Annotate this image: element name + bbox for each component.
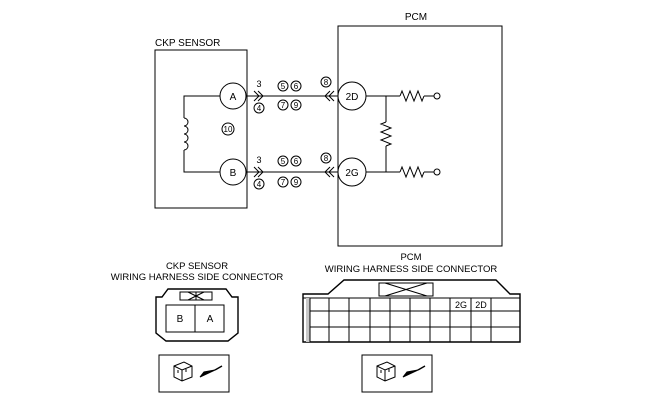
callout-4: 4 [253, 178, 265, 190]
ckp-cavity-a: A [207, 314, 214, 325]
svg-text:6: 6 [294, 82, 299, 91]
callout-3: 3 [256, 155, 261, 165]
pcm-connector-grid [309, 298, 520, 342]
sensor-pin-a: A [219, 82, 247, 110]
callout-7: 7 [277, 176, 289, 188]
svg-text:7: 7 [281, 178, 286, 187]
svg-text:2D: 2D [346, 92, 359, 103]
sensor-pin-b: B [219, 158, 247, 186]
pcm-title: PCM [405, 12, 427, 23]
svg-text:4: 4 [257, 104, 262, 113]
connector-view-arrow-icon [158, 354, 230, 393]
svg-text:9: 9 [294, 101, 299, 110]
svg-text:4: 4 [257, 180, 262, 189]
svg-text:7: 7 [281, 101, 286, 110]
svg-text:A: A [230, 92, 237, 103]
lock-tab-icon [187, 291, 205, 301]
pcm-cavity-2d: 2D [475, 300, 487, 310]
connector-chevron-icon [253, 90, 264, 102]
svg-text:9: 9 [294, 178, 299, 187]
svg-text:10: 10 [224, 125, 233, 134]
pcm-connector-housing [302, 279, 521, 343]
ckp-connector-housing [155, 288, 239, 342]
pcm-box [337, 25, 503, 247]
connector-view-arrow-icon [361, 354, 433, 393]
ckp-sensor-title: CKP SENSOR [155, 38, 220, 49]
svg-text:8: 8 [324, 78, 329, 87]
resistor-icon [399, 165, 425, 179]
pcm-block: PCM 2D 2G [337, 12, 503, 247]
callout-5: 5 [277, 80, 289, 92]
pcm-connector-title-2: WIRING HARNESS SIDE CONNECTOR [325, 264, 498, 275]
callout-9: 9 [290, 99, 302, 111]
wire-bottom: 3 4 5 6 7 9 8 [246, 152, 338, 190]
callout-coil: 10 [221, 122, 235, 136]
pcm-cavity-2g: 2G [455, 300, 467, 310]
callout-4: 4 [253, 102, 265, 114]
pcm-internal-circuit [366, 89, 441, 179]
lock-tab-icon [384, 282, 428, 297]
callout-8: 8 [320, 76, 332, 88]
callout-6: 6 [290, 155, 302, 167]
ckp-sensor-box [154, 49, 248, 209]
ckp-sensor-connector: CKP SENSOR WIRING HARNESS SIDE CONNECTOR… [111, 261, 284, 342]
pcm-pin-2d: 2D [337, 81, 367, 111]
wire-top: 3 4 5 6 7 9 8 [246, 76, 338, 114]
connector-chevron-icon [253, 166, 264, 178]
svg-text:5: 5 [281, 157, 286, 166]
pcm-connector: PCM WIRING HARNESS SIDE CONNECTOR 2G 2D [302, 252, 521, 343]
connector-chevron-icon [324, 90, 335, 102]
ckp-cavity-b: B [177, 314, 184, 325]
svg-text:B: B [230, 168, 237, 179]
ckp-connector-title-2: WIRING HARNESS SIDE CONNECTOR [111, 272, 284, 283]
callout-7: 7 [277, 99, 289, 111]
resistor-icon [399, 89, 425, 103]
callout-6: 6 [290, 80, 302, 92]
svg-text:2G: 2G [345, 168, 359, 179]
svg-text:8: 8 [324, 154, 329, 163]
ckp-connector-title-1: CKP SENSOR [166, 261, 228, 272]
callout-9: 9 [290, 176, 302, 188]
callout-5: 5 [277, 155, 289, 167]
svg-text:3: 3 [256, 155, 261, 165]
resistor-icon [379, 121, 393, 147]
pcm-connector-title-1: PCM [400, 252, 421, 263]
sensor-coil-icon [183, 95, 220, 173]
callout-3: 3 [256, 79, 261, 89]
svg-text:3: 3 [256, 79, 261, 89]
ckp-sensor-block: CKP SENSOR 10 A B [154, 38, 248, 209]
connector-chevron-icon [324, 166, 335, 178]
svg-text:5: 5 [281, 82, 286, 91]
callout-8: 8 [320, 152, 332, 164]
pcm-pin-2g: 2G [337, 157, 367, 187]
svg-text:6: 6 [294, 157, 299, 166]
